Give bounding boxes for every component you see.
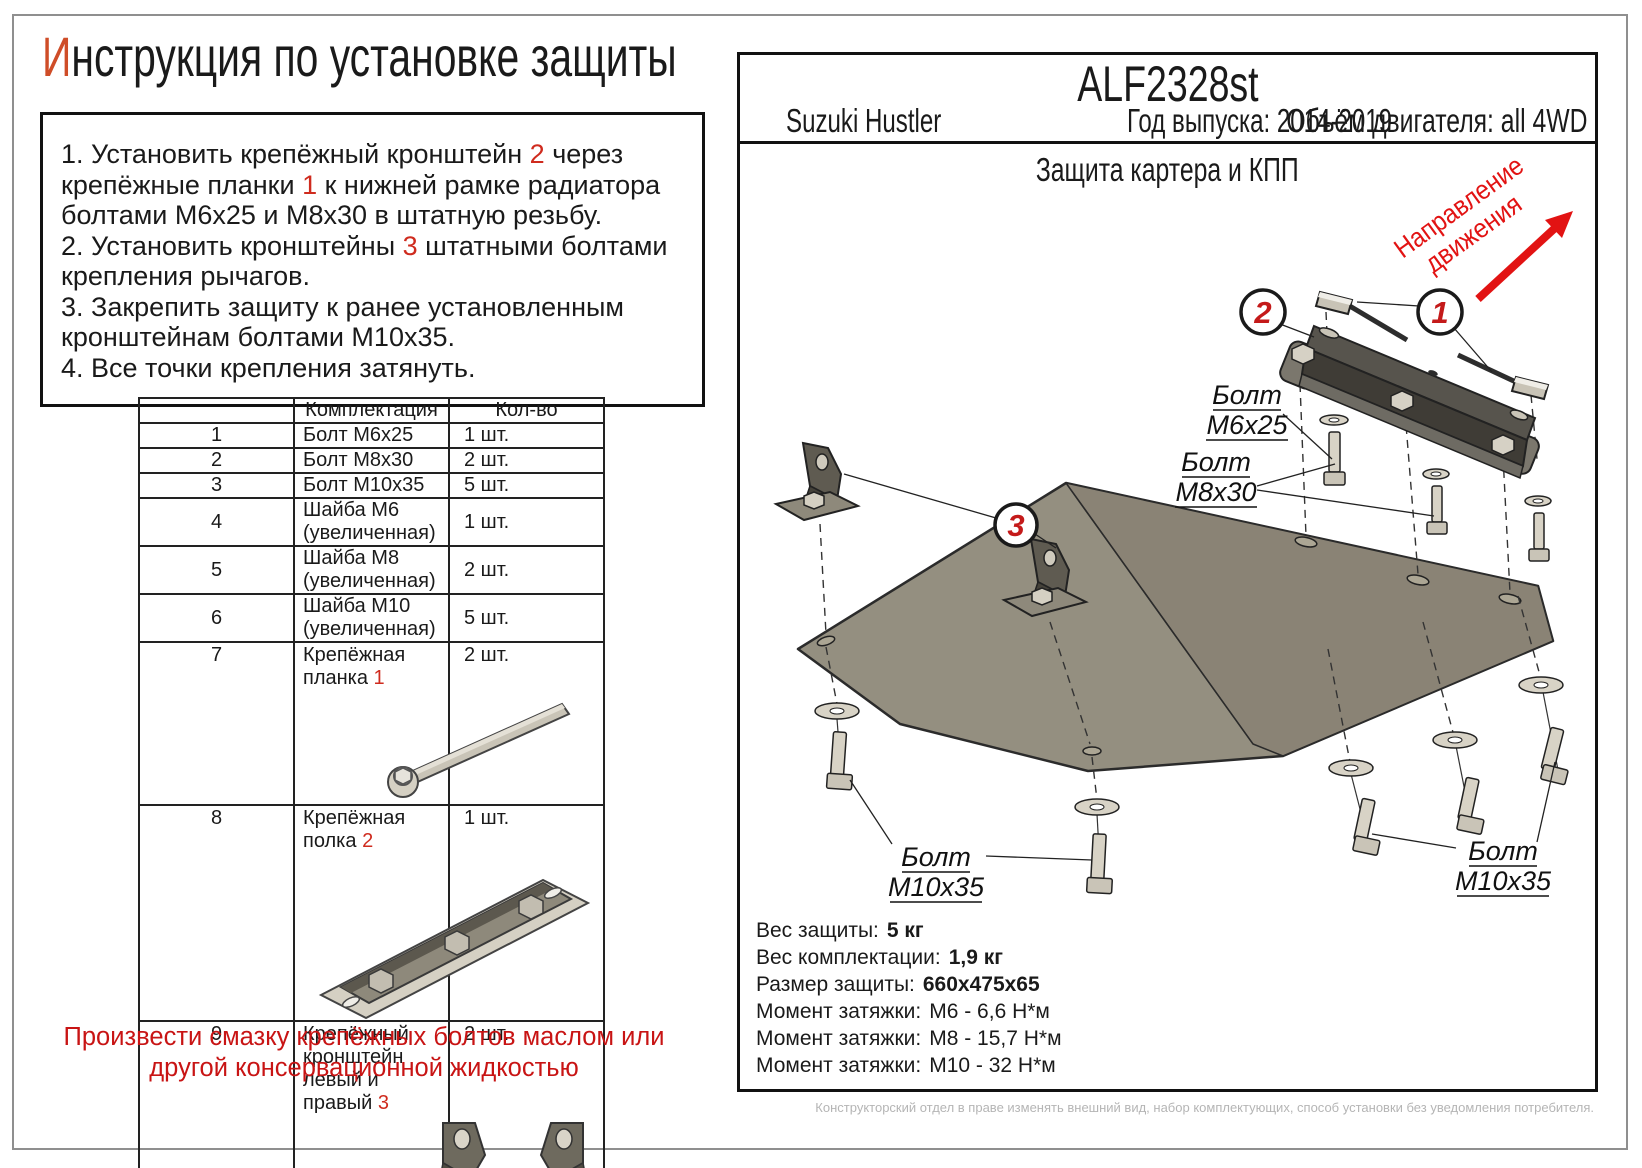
- specs-block: Вес защиты:5 кг Вес комплектации:1,9 кг …: [756, 917, 1062, 1079]
- col-header-qty: Кол-во: [448, 397, 605, 424]
- svg-text:2: 2: [1253, 295, 1271, 330]
- instructions-box: 1. Установить крепёжный кронштейн 2 чере…: [40, 112, 705, 407]
- table-row-strip: 7 Крепёжная планка 1 2 шт.: [138, 641, 605, 806]
- svg-text:Болт: Болт: [1181, 447, 1251, 477]
- mounting-shelf-image: [318, 878, 591, 1020]
- callout-1: 1: [1416, 288, 1464, 336]
- vehicle-model: Suzuki Hustler: [786, 102, 942, 139]
- ref-number-3: 3: [377, 1092, 389, 1114]
- diagram-title: Защита картера и КПП: [1036, 151, 1299, 188]
- drawing-panel: ALF2328st Suzuki Hustler Год выпуска: 20…: [737, 52, 1598, 1092]
- disclaimer-footer: Конструкторский отдел в праве изменять в…: [815, 1100, 1594, 1115]
- instruction-step-1: 1. Установить крепёжный кронштейн 2 чере…: [61, 139, 661, 230]
- spec-torque-m10: Момент затяжки:М10 - 32 Н*м: [756, 1054, 1056, 1077]
- svg-text:Болт: Болт: [1212, 380, 1282, 410]
- svg-text:М10х35: М10х35: [888, 872, 985, 902]
- svg-text:Болт: Болт: [901, 842, 971, 872]
- direction-text: Направление движения: [1388, 150, 1529, 278]
- label-bolt-m6x25: Болт М6х25: [1206, 380, 1289, 441]
- label-bolt-m10x35-right: Болт М10х35: [1455, 836, 1552, 897]
- panel-meta-row: Suzuki Hustler Год выпуска: 2014-2019 Об…: [740, 102, 1595, 139]
- col-header-num: [138, 397, 295, 424]
- spec-kit-weight: Вес комплектации:1,9 кг: [756, 946, 1003, 969]
- vehicle-engine: Объём двигателя: all 4WD: [1285, 102, 1587, 139]
- mounting-strip-image: [387, 702, 571, 798]
- instruction-step-4: 4. Все точки крепления затянуть.: [61, 352, 476, 383]
- crossmember-bracket: [1279, 324, 1540, 480]
- col-header-name: Комплектация: [293, 397, 450, 424]
- callout-2: 2: [1239, 288, 1287, 336]
- arm-bracket-middle: [1001, 537, 1089, 618]
- ref-number-1: 1: [373, 667, 385, 689]
- ref-number-1: 1: [302, 169, 318, 200]
- table-header-row: Комплектация Кол-во: [138, 397, 605, 424]
- table-row-shelf: 8 Крепёжная полка 2 1 шт.: [138, 804, 605, 1022]
- instruction-step-3: 3. Закрепить защиту к ранее установленны…: [61, 291, 624, 353]
- bracket-pair-image: [441, 1122, 585, 1168]
- callout-3: 3: [993, 502, 1039, 548]
- spec-torque-m8: Момент затяжки:М8 - 15,7 Н*м: [756, 1027, 1062, 1050]
- label-bolt-m8x30: Болт М8х30: [1175, 447, 1257, 508]
- bolt-icon: [825, 726, 1569, 895]
- ref-number-2: 2: [362, 830, 374, 852]
- spec-weight: Вес защиты:5 кг: [756, 919, 924, 942]
- panel-header: ALF2328st Suzuki Hustler Год выпуска: 20…: [740, 55, 1595, 144]
- svg-text:М6х25: М6х25: [1206, 410, 1288, 440]
- spec-torque-m6: Момент затяжки:М6 - 6,6 Н*м: [756, 1000, 1050, 1023]
- title-rest: нструкция по установке защиты: [71, 25, 677, 88]
- instruction-step-2: 2. Установить кронштейны 3 штатными болт…: [61, 230, 668, 292]
- mounting-strips: [1314, 290, 1550, 401]
- svg-text:3: 3: [1007, 508, 1024, 543]
- page-title: Инструкция по установке защиты: [42, 24, 911, 89]
- spec-size: Размер защиты:660х475х65: [756, 973, 1040, 996]
- ref-number-3: 3: [402, 230, 418, 261]
- arm-bracket-left: [773, 441, 861, 522]
- svg-text:1: 1: [1431, 295, 1448, 330]
- direction-arrow: [1475, 211, 1573, 302]
- svg-text:М10х35: М10х35: [1455, 866, 1552, 896]
- title-lead-letter: И: [42, 25, 72, 88]
- label-bolt-m10x35-left: Болт М10х35: [888, 842, 985, 903]
- table-row-brackets: 9 Крепёжный кронштейн левый и правый 3: [138, 1020, 605, 1168]
- bracket-bolts: [1319, 414, 1552, 562]
- skid-plate: [796, 481, 1555, 773]
- vehicle-year: Год выпуска: 2014-2019: [1127, 102, 1393, 139]
- ref-number-2: 2: [529, 139, 545, 169]
- exploded-view-diagram: 2 1 3 Направление движения Болт: [773, 150, 1573, 903]
- washer-icon: [814, 676, 1564, 816]
- svg-text:М8х30: М8х30: [1175, 477, 1256, 507]
- lubrication-note: Произвести смазку крепёжных болтов масло…: [63, 1023, 665, 1082]
- lower-hardware: [814, 676, 1569, 895]
- part-code: ALF2328st: [1076, 56, 1259, 112]
- callout-leaders: [843, 301, 1556, 861]
- svg-text:Болт: Болт: [1468, 836, 1538, 866]
